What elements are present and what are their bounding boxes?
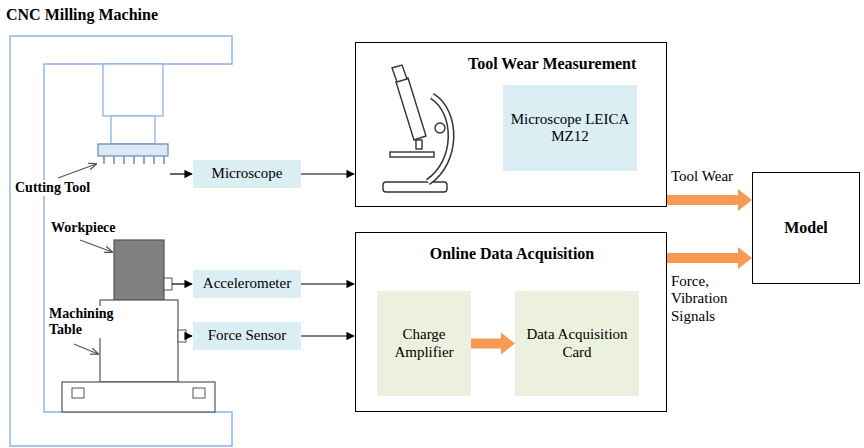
bolt — [193, 388, 205, 398]
part-label: Cutting Tool — [14, 180, 91, 196]
leader-line — [80, 240, 112, 252]
base-plate — [62, 382, 215, 412]
connector-arrow — [301, 173, 354, 174]
signal-arrow — [186, 335, 192, 336]
block-arrow — [471, 333, 515, 355]
microscope-knob — [435, 123, 445, 133]
process-box: Microscope — [193, 160, 301, 188]
machine-frame — [10, 36, 232, 446]
leader-line — [58, 164, 96, 178]
process-box: Data Acquisition Card — [515, 291, 639, 396]
box-text: Microscope — [212, 165, 283, 182]
edge-label: Tool Wear — [671, 168, 748, 185]
process-box: Force Sensor — [193, 322, 301, 350]
group-heading: Online Data Acquisition — [430, 245, 594, 263]
box-text: Model — [784, 219, 828, 237]
box-text: Accelerometer — [203, 275, 291, 292]
connector-arrow — [301, 335, 354, 336]
process-box: Charge Amplifier — [377, 291, 471, 396]
microscope-stage — [390, 152, 434, 157]
spindle-collar — [111, 116, 155, 144]
microscope-eyepiece — [392, 65, 407, 82]
signal-arrow — [170, 173, 192, 174]
microscope-base — [383, 182, 447, 192]
microscope-arm — [428, 96, 451, 182]
group-heading: Tool Wear Measurement — [468, 55, 636, 73]
spindle-head — [103, 64, 163, 116]
signal-arrow — [172, 283, 192, 284]
part-label: Machining Table — [48, 306, 120, 338]
edge-label: Force, Vibration Signals — [671, 273, 748, 325]
workpiece — [114, 240, 164, 300]
box-text: Force Sensor — [208, 327, 287, 344]
microscope-arm — [428, 96, 451, 182]
block-arrow — [667, 189, 752, 211]
leader-line — [74, 344, 98, 354]
block-arrow — [667, 247, 752, 269]
microscope-icon — [383, 65, 451, 192]
box-text: Microscope LEICA MZ12 — [503, 111, 637, 146]
bolt — [72, 388, 84, 398]
connector-arrow — [301, 283, 354, 284]
group-box: Online Data AcquisitionCharge Amplifier D… — [355, 232, 667, 412]
part-label: Workpiece — [50, 220, 117, 236]
model-box: Model — [752, 172, 860, 284]
microscope-objective — [416, 140, 422, 149]
force-sensor — [178, 330, 186, 342]
process-box: Accelerometer — [193, 270, 301, 298]
cutter-disc — [98, 144, 168, 156]
microscope-tube — [396, 78, 426, 140]
group-box: Tool Wear MeasurementMicroscope LEICA MZ… — [355, 42, 667, 207]
diagram-title: CNC Milling Machine — [6, 6, 158, 24]
cutter-teeth — [104, 156, 164, 164]
box-text: Data Acquisition Card — [515, 326, 639, 361]
box-text: Charge Amplifier — [377, 326, 471, 361]
accelerometer-sensor — [164, 278, 172, 290]
process-box: Microscope LEICA MZ12 — [503, 85, 637, 171]
